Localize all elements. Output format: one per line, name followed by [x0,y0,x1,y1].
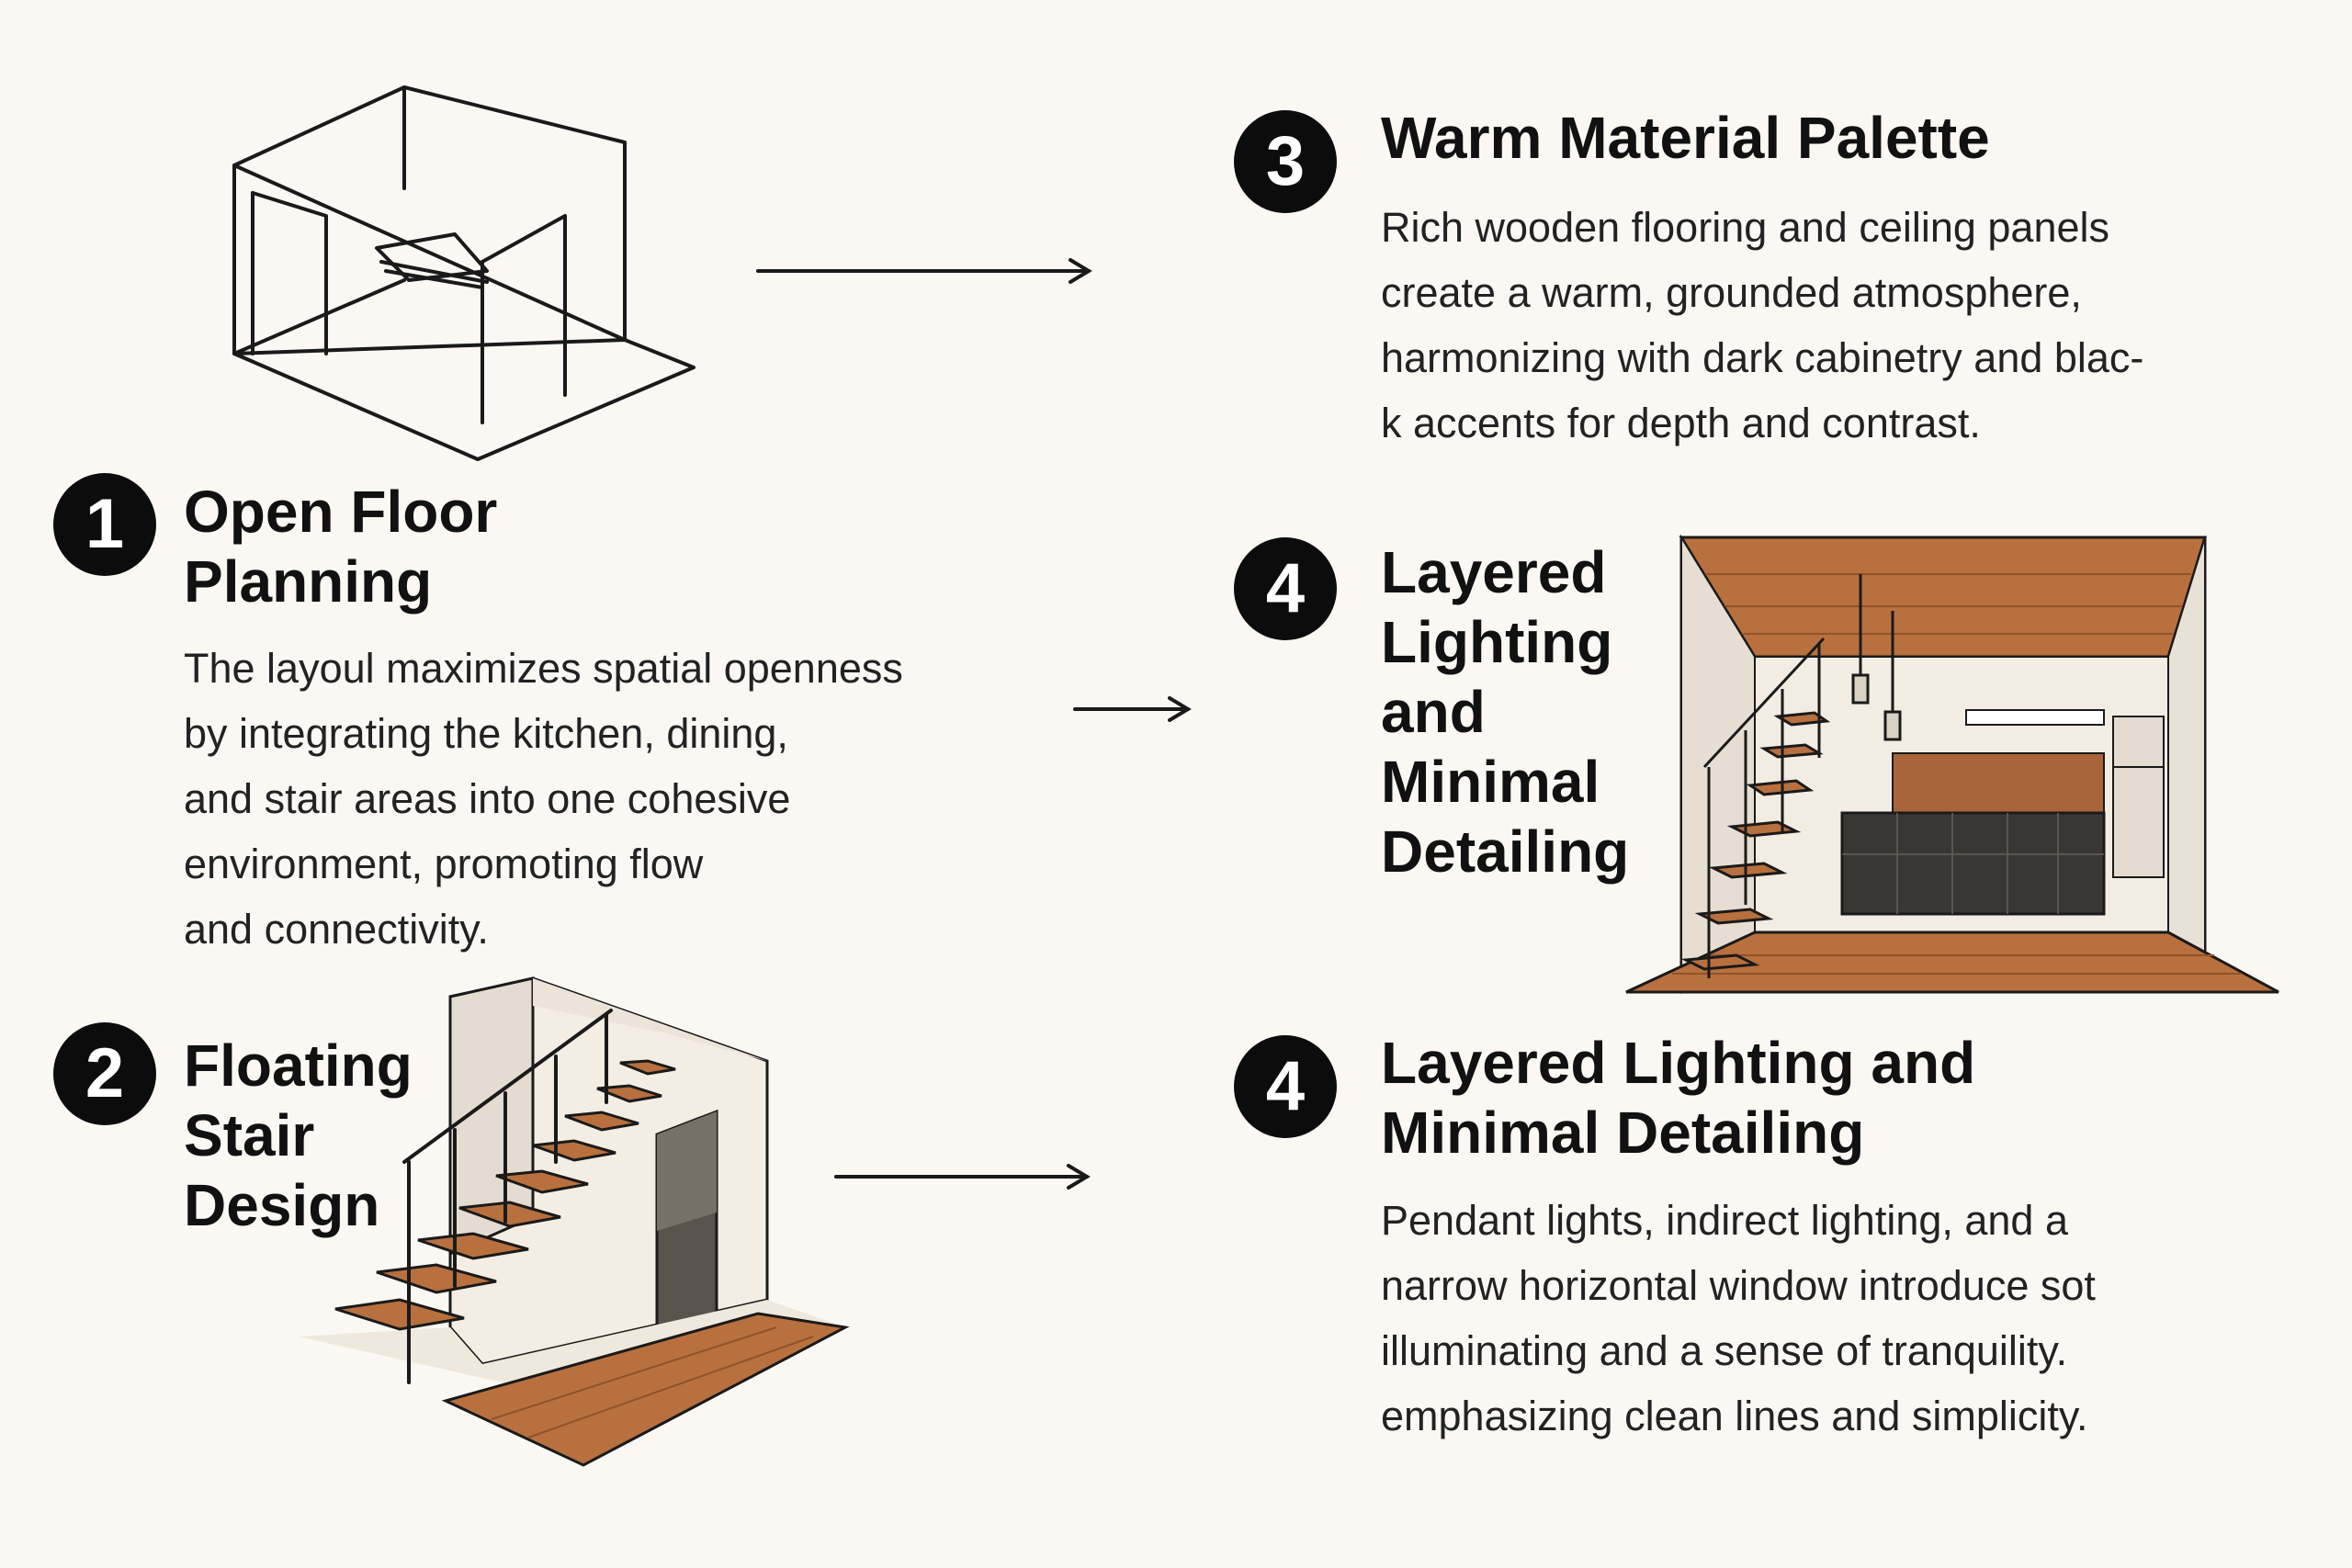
title-line: Planning [184,548,433,615]
body-line: harmonizing with dark cabinetry and blac… [1381,334,2144,381]
title-line: Stair [184,1102,315,1168]
body-line: create a warm, grounded atmosphere, [1381,269,2082,316]
section-body-layered-lighting-detailing: Pendant lights, indirect lighting, and a… [1381,1188,2096,1449]
title-line: Detailing [1381,818,1630,885]
right-arrow-icon [756,258,1092,284]
right-arrow-icon [1073,696,1192,722]
title-line: Open Floor [184,479,498,545]
interior-kitchen-illustration [1625,534,2279,995]
right-arrow-icon [834,1164,1091,1190]
step-badge-4: 4 [1234,537,1337,640]
body-line: narrow horizontal window introduce sot [1381,1262,2096,1309]
step-badge-1: 1 [53,473,156,576]
body-line: and stair areas into one cohesive [184,775,791,822]
room-outline-sketch-icon [232,85,695,461]
title-line: Layered Lighting and [1381,1030,1976,1096]
floating-stair-illustration [299,976,850,1467]
body-line: k accents for depth and contrast. [1381,400,1981,446]
section-body-open-floor-planning: The layoul maximizes spatial openness by… [184,636,903,962]
section-title-warm-material-palette: Warm Material Palette [1381,103,1990,173]
body-line: Rich wooden flooring and ceiling panels [1381,204,2110,251]
title-line: Floating [184,1032,413,1099]
body-line: illuminating and a sense of tranquility. [1381,1327,2068,1374]
title-line: Layered [1381,539,1607,605]
body-line: emphasizing clean lines and simplicity. [1381,1393,2088,1439]
body-line: The layoul maximizes spatial openness [184,645,903,692]
title-line: Minimal [1381,749,1600,815]
title-line: and [1381,679,1486,745]
title-line: Warm Material Palette [1381,105,1990,171]
title-line: Minimal Detailing [1381,1100,1865,1166]
body-line: by integrating the kitchen, dining, [184,710,788,757]
body-line: environment, promoting flow [184,840,704,887]
step-badge-4-second: 4 [1234,1035,1337,1138]
body-line: Pendant lights, indirect lighting, and a [1381,1197,2068,1244]
body-line: and connectivity. [184,906,489,953]
title-line: Design [184,1172,380,1238]
section-body-warm-material-palette: Rich wooden flooring and ceiling panels … [1381,195,2143,456]
step-badge-3: 3 [1234,110,1337,213]
section-title-layered-lighting-short: Layered Lighting and Minimal Detailing [1381,537,1629,886]
step-badge-2: 2 [53,1022,156,1125]
section-title-open-floor-planning: Open Floor Planning [184,477,497,616]
section-title-floating-stair-design: Floating Stair Design [184,1031,413,1240]
title-line: Lighting [1381,609,1613,675]
section-title-layered-lighting-detailing: Layered Lighting and Minimal Detailing [1381,1028,1975,1168]
